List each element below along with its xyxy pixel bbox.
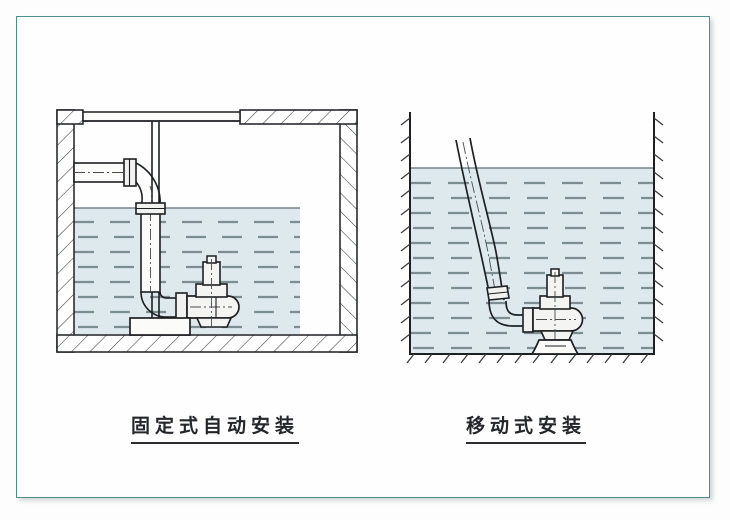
pipe-flange-lower	[135, 202, 166, 215]
top-slab-left	[56, 109, 84, 125]
pump-inlet-flange-right	[522, 307, 534, 333]
wall-hatch-ticks-left	[400, 117, 411, 342]
top-slab-right	[239, 109, 358, 125]
pump-base-stand	[530, 339, 580, 355]
left-panel-fixed-installation	[56, 109, 358, 353]
floor-slab	[56, 334, 358, 353]
top-cover-plate	[82, 111, 241, 122]
tank-wall-hatched-left	[56, 109, 358, 353]
discharge-pipe-horizontal	[73, 162, 130, 183]
floor-hatch-ticks	[406, 353, 649, 364]
caption-portable-installation: 移动式安装	[466, 411, 587, 444]
wall-hatch-ticks-right	[653, 117, 664, 342]
pump-volute-housing-right	[539, 330, 575, 341]
concrete-pedestal	[129, 317, 191, 336]
pump-discharge-flange	[175, 292, 188, 322]
submersible-pump-body-left	[186, 295, 240, 319]
wall-right	[339, 109, 358, 353]
caption-fixed-automatic-installation: 固定式自动安装	[131, 411, 300, 444]
pipe-flange-upper	[123, 158, 137, 187]
hose-clamp-coupling	[486, 285, 510, 301]
submersible-pump-body-right	[532, 307, 584, 332]
wall-left	[56, 109, 75, 353]
vertical-riser-pipe	[140, 205, 161, 293]
pump-volute-housing	[195, 317, 233, 328]
right-panel-portable-installation	[400, 112, 664, 364]
